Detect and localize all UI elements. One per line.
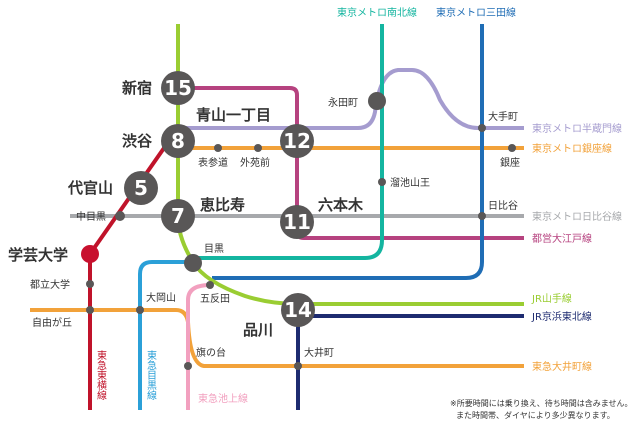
linelabel-toyoko: 東急東横線 bbox=[95, 349, 107, 400]
label-otemachi: 大手町 bbox=[488, 110, 518, 123]
dot-hibiya bbox=[478, 212, 486, 220]
label-shinagawa: 品川 bbox=[243, 321, 273, 339]
line-meguro bbox=[138, 260, 192, 410]
note-line1: ※所要時間には乗り換え、待ち時間は含みません。 bbox=[450, 398, 632, 408]
label-hibiya: 日比谷 bbox=[488, 200, 518, 212]
linelabel-meguro: 東急目黒線 bbox=[145, 349, 157, 400]
dot-jiyugaoka bbox=[86, 306, 94, 314]
linelabel-keihin: JR京浜東北線 bbox=[531, 310, 592, 323]
dot-nagatacho bbox=[368, 92, 386, 110]
linelabel-ikegami: 東急池上線 bbox=[198, 392, 248, 405]
circle-aoyama bbox=[280, 124, 314, 158]
dot-omotesando bbox=[214, 144, 222, 152]
linelabel-mita: 東京メトロ三田線 bbox=[436, 6, 516, 19]
label-meguro: 目黒 bbox=[204, 243, 224, 255]
label-shinjuku: 新宿 bbox=[122, 79, 152, 97]
label-omotesando: 表参道 bbox=[198, 156, 228, 169]
label-ebisu: 恵比寿 bbox=[200, 196, 245, 214]
dot-gaienmae bbox=[254, 144, 262, 152]
line-keihin bbox=[296, 314, 524, 410]
label-toritsudaigaku: 都立大学 bbox=[30, 278, 70, 291]
circle-daikanyama bbox=[124, 171, 158, 205]
circle-ebisu bbox=[161, 199, 195, 233]
line-mita bbox=[212, 24, 484, 280]
dot-otemachi bbox=[478, 124, 486, 132]
line-ikegami bbox=[186, 283, 211, 410]
minutes-shibuya: 8 bbox=[171, 129, 185, 153]
linelabel-hibiya: 東京メトロ日比谷線 bbox=[532, 210, 622, 223]
circle-shinjuku bbox=[161, 71, 195, 105]
label-tameike: 溜池山王 bbox=[390, 176, 430, 189]
dot-oimachi bbox=[294, 362, 302, 370]
dot-hatanodai bbox=[184, 362, 192, 370]
linelabel-namboku: 東京メトロ南北線 bbox=[337, 6, 417, 19]
label-jiyugaoka: 自由が丘 bbox=[32, 316, 72, 329]
label-shibuya: 渋谷 bbox=[122, 132, 153, 150]
linelabel-ginza: 東京メトロ銀座線 bbox=[532, 142, 612, 155]
label-gotanda: 五反田 bbox=[200, 293, 230, 305]
dot-ookayama bbox=[136, 306, 144, 314]
circle-shinagawa bbox=[281, 293, 315, 327]
linelabel-oimachi: 東急大井町線 bbox=[532, 360, 592, 373]
minutes-ebisu: 7 bbox=[171, 204, 185, 228]
minutes-shinagawa: 14 bbox=[284, 298, 312, 322]
dot-gakugei bbox=[81, 245, 99, 263]
linelabel-yamanote: JR山手線 bbox=[531, 292, 572, 305]
linelabel-hanzomon: 東京メトロ半蔵門線 bbox=[532, 122, 622, 135]
note-line2: また時間帯、ダイヤにより多少異なります。 bbox=[456, 410, 615, 420]
dot-ginza bbox=[508, 144, 516, 152]
label-nagatacho: 永田町 bbox=[328, 96, 358, 109]
label-oimachi: 大井町 bbox=[304, 346, 334, 359]
label-hatanodai: 旗の台 bbox=[196, 346, 226, 359]
line-namboku bbox=[192, 24, 384, 260]
dot-gotanda bbox=[206, 281, 214, 289]
linelabel-oedo: 都営大江戸線 bbox=[532, 232, 592, 245]
minutes-roppongi: 11 bbox=[283, 210, 311, 234]
label-nakameguro: 中目黒 bbox=[76, 210, 106, 223]
line-hanzomon bbox=[178, 68, 524, 130]
label-gaienmae: 外苑前 bbox=[240, 156, 270, 169]
label-ookayama: 大岡山 bbox=[146, 291, 176, 304]
label-daikanyama: 代官山 bbox=[67, 179, 113, 197]
label-ginza: 銀座 bbox=[500, 156, 520, 169]
label-gakugei: 学芸大学 bbox=[8, 246, 68, 264]
circle-shibuya bbox=[161, 124, 195, 158]
circle-roppongi bbox=[280, 205, 314, 239]
label-roppongi: 六本木 bbox=[318, 196, 364, 214]
dot-tameike bbox=[378, 178, 386, 186]
line-yamanote bbox=[176, 24, 524, 306]
dot-toritsudaigaku bbox=[86, 280, 94, 288]
minutes-daikanyama: 5 bbox=[134, 176, 148, 200]
minutes-aoyama: 12 bbox=[283, 129, 311, 153]
dot-meguro bbox=[184, 254, 202, 272]
dot-nakameguro bbox=[115, 211, 125, 221]
minutes-shinjuku: 15 bbox=[164, 76, 192, 100]
label-aoyama: 青山一丁目 bbox=[196, 106, 271, 124]
